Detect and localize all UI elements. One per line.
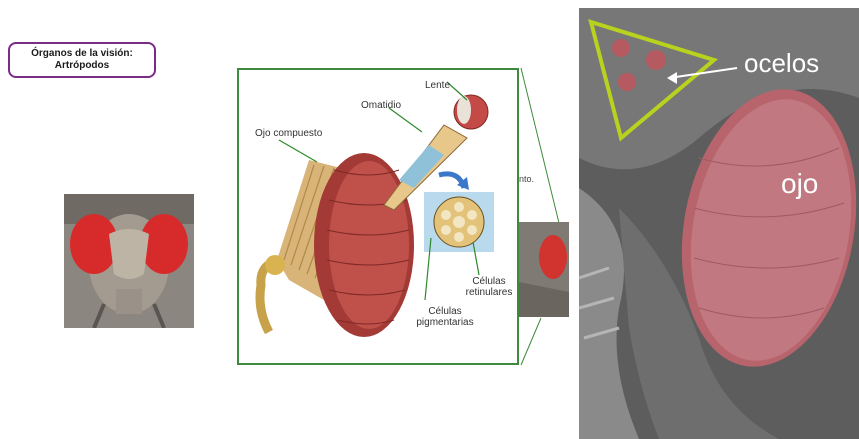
title-line-2: Artrópodos: [10, 60, 154, 72]
label-compound-eye: Ojo compuesto: [255, 128, 322, 139]
ommatidium-diagram-frame: Lente Omatidio Ojo compuesto Células ret…: [237, 68, 519, 365]
fly-head-photo: [64, 194, 194, 328]
cut-off-text: nto.: [519, 174, 534, 184]
fly-eye-thumbnail: [519, 222, 569, 317]
connector-lines: [519, 68, 579, 368]
title-line-1: Órganos de la visión:: [10, 48, 154, 60]
label-ommatidium: Omatidio: [361, 100, 401, 111]
label-eye: ojo: [781, 168, 818, 200]
title-box: Órganos de la visión: Artrópodos: [8, 42, 156, 78]
label-pigment-cells: Células pigmentarias: [409, 306, 481, 328]
label-ocelli: ocelos: [744, 48, 819, 79]
label-retinular-cells: Células retinulares: [459, 276, 519, 298]
label-lens: Lente: [425, 80, 450, 91]
